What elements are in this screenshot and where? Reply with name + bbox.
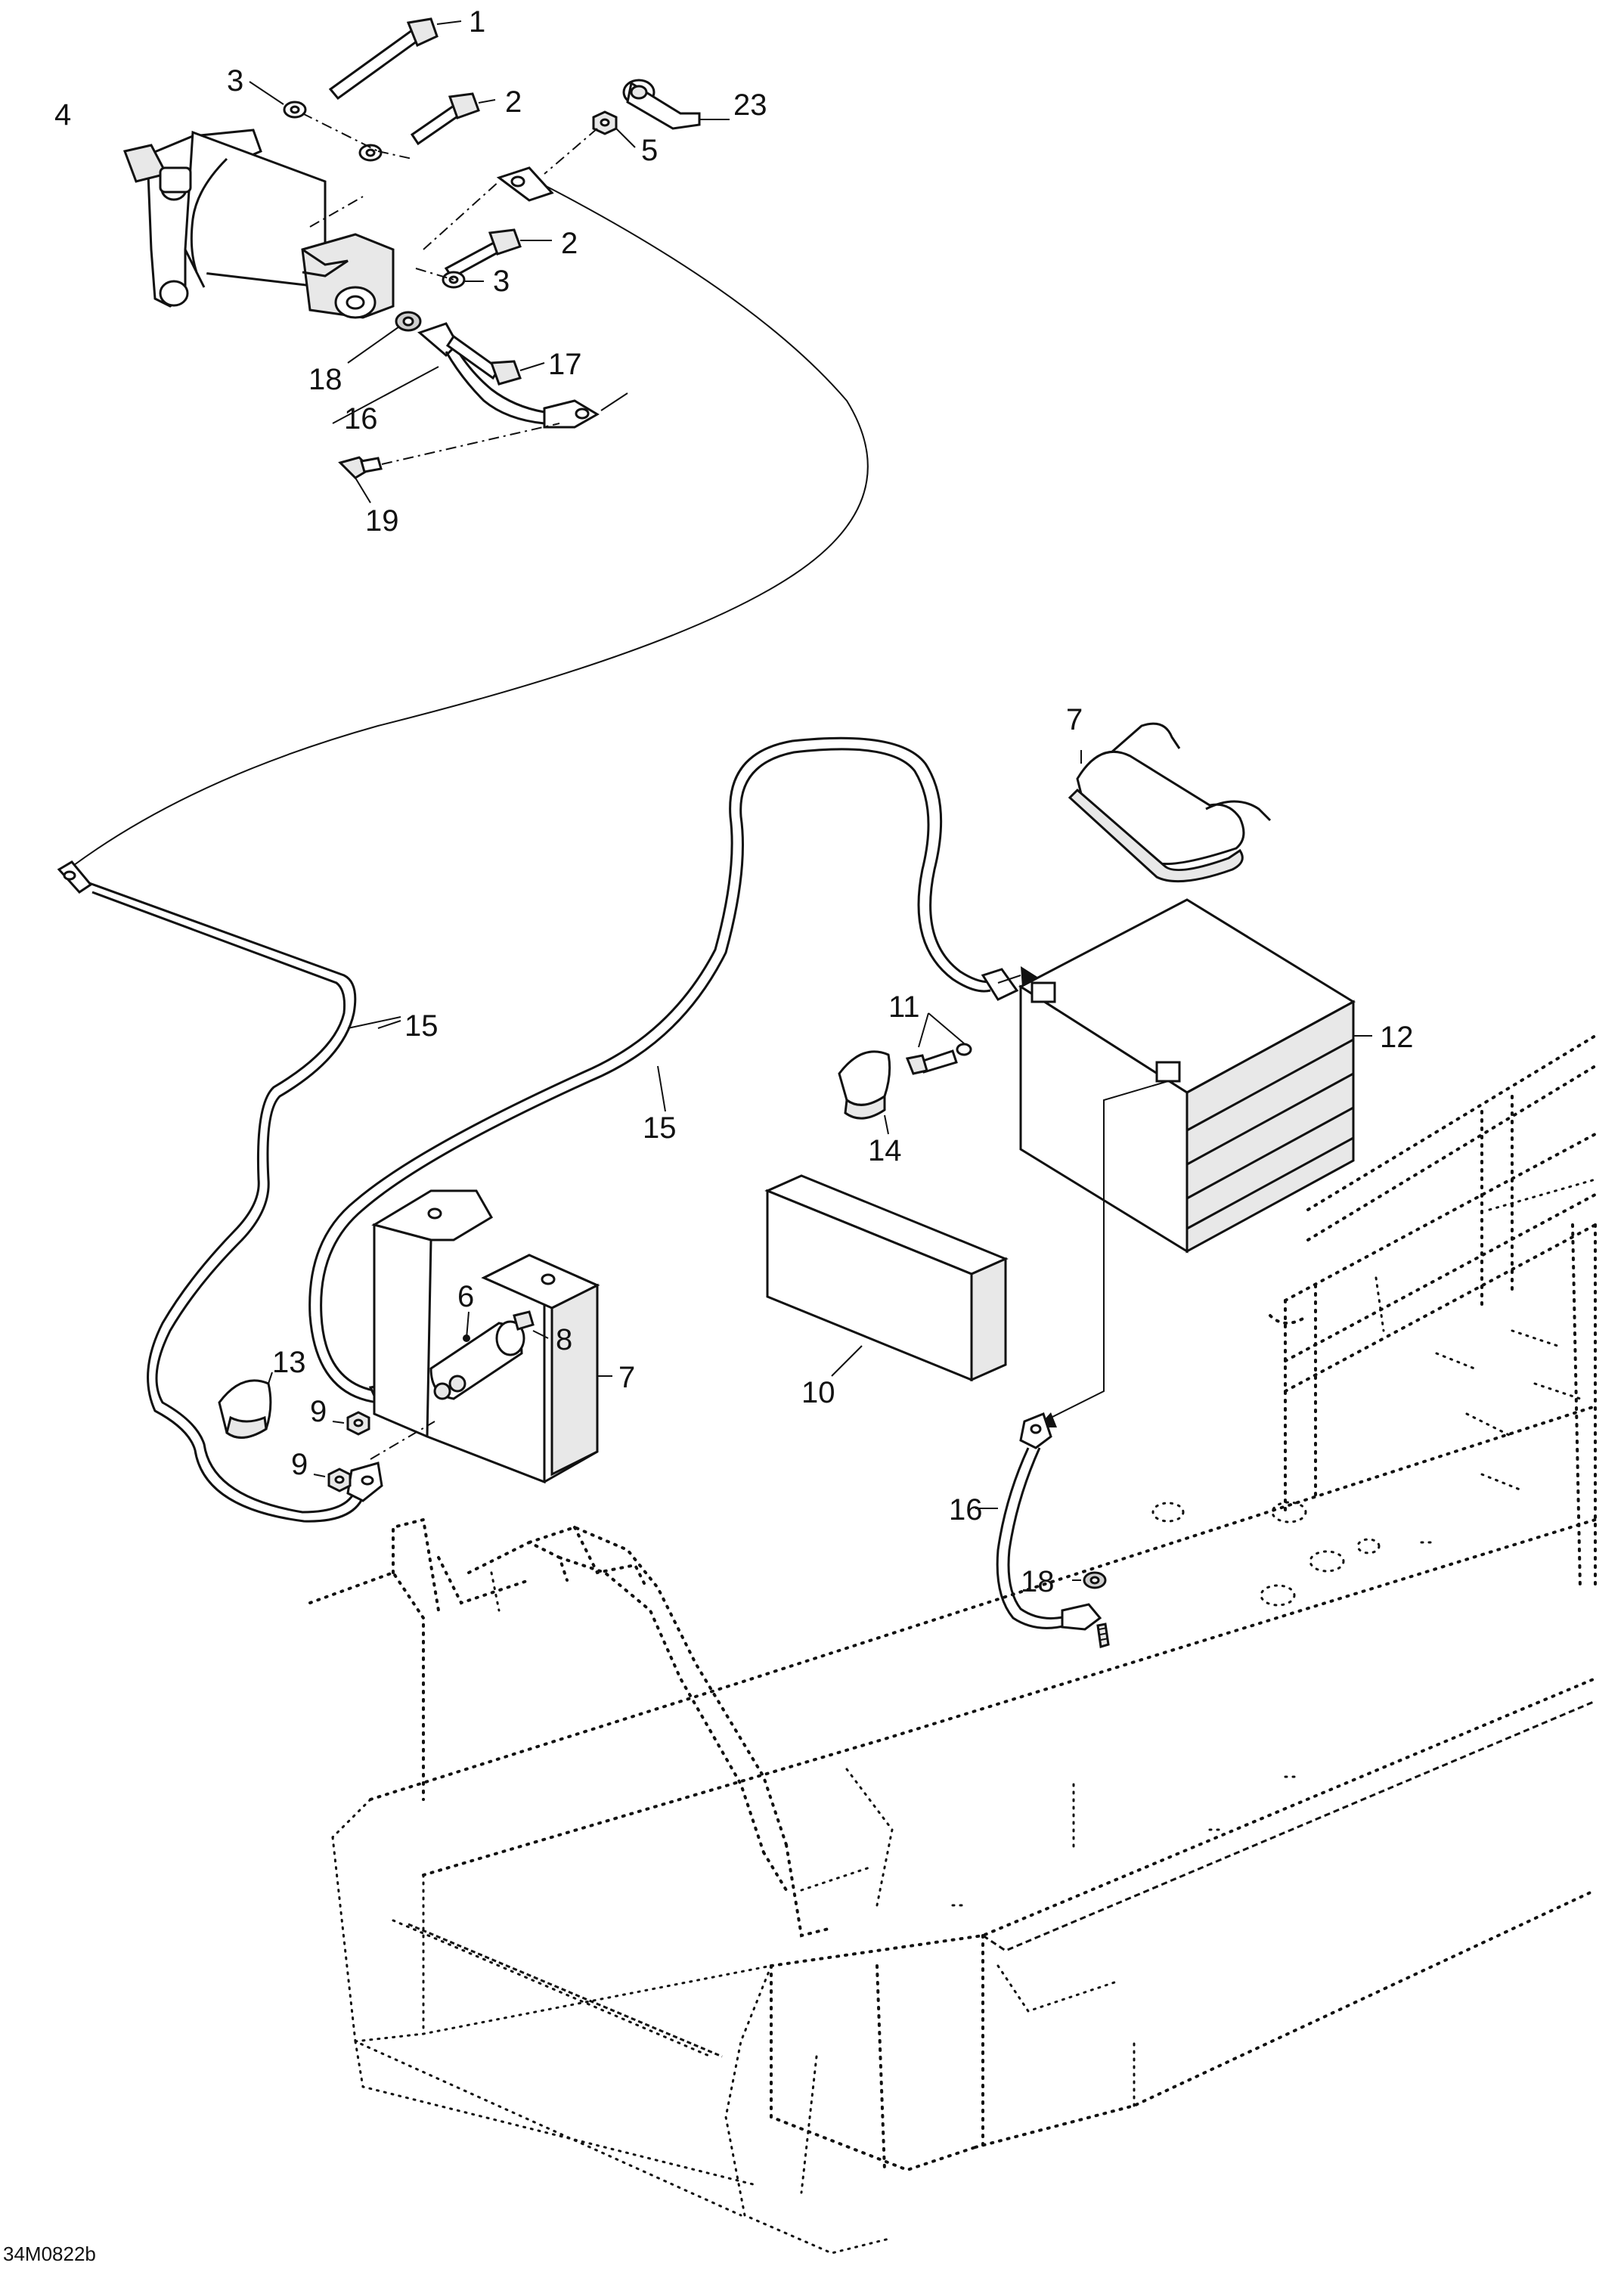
callout-2-upper: 2 <box>505 85 522 119</box>
callout-1: 1 <box>469 5 485 39</box>
callout-12: 12 <box>1380 1021 1414 1054</box>
solenoid-item-6 <box>429 1310 549 1400</box>
callout-labels: 1 2 2 3 3 4 5 6 7 7 8 9 9 10 11 12 13 14… <box>54 5 1414 1598</box>
bolt-item-2-lower <box>444 228 552 279</box>
callout-10: 10 <box>801 1376 835 1409</box>
terminal-boot-item-14 <box>838 1050 891 1135</box>
lock-washer-item-18-lower <box>1072 1571 1107 1589</box>
callout-17: 17 <box>548 348 582 381</box>
callout-7-bracket: 7 <box>618 1361 635 1394</box>
callout-9-lower: 9 <box>291 1448 308 1481</box>
callout-15-left: 15 <box>404 1009 439 1043</box>
cable-item-15-left <box>57 860 401 1523</box>
callout-3-upper: 3 <box>227 64 243 98</box>
terminal-cap-item-23 <box>622 79 730 130</box>
battery-item-12 <box>1018 898 1372 1427</box>
callout-3-lower: 3 <box>493 265 510 298</box>
solenoid-bracket-item-7 <box>371 1189 612 1484</box>
washer-item-3-upper <box>249 81 307 119</box>
callout-4: 4 <box>54 98 71 132</box>
callout-19: 19 <box>365 504 399 538</box>
screw-item-11 <box>905 1012 972 1075</box>
callout-13: 13 <box>272 1346 306 1379</box>
nut-item-9-lower <box>313 1468 352 1492</box>
callout-18-upper: 18 <box>308 363 342 396</box>
callout-16-upper: 16 <box>344 402 378 435</box>
lock-washer-item-18-upper <box>347 311 422 364</box>
callout-2-lower: 2 <box>561 227 578 260</box>
leader-15-left <box>377 1020 401 1029</box>
callout-9-upper: 9 <box>310 1395 327 1428</box>
bolt-item-2-upper <box>410 92 496 146</box>
terminal-arrow-to-battery <box>997 966 1037 987</box>
callout-14: 14 <box>868 1134 902 1167</box>
nut-item-9-upper <box>332 1411 370 1436</box>
cable-item-16-upper <box>332 322 628 429</box>
assembly-guide-line-solenoid <box>370 1421 435 1460</box>
starter-motor <box>122 129 395 319</box>
ground-strap-lug <box>496 166 554 202</box>
routing-guide-line <box>67 184 869 870</box>
washer-upper-center <box>358 144 383 162</box>
assembly-guide-lines-upper <box>302 113 598 281</box>
battery-strap-item-7 <box>1068 722 1272 883</box>
cable-item-16-lower <box>975 1412 1102 1631</box>
bolt-frame-ground <box>1096 1623 1110 1648</box>
callout-11: 11 <box>888 990 920 1024</box>
nut-item-5 <box>592 110 636 148</box>
washer-item-3-lower <box>442 271 484 289</box>
bolt-item-17 <box>445 334 545 386</box>
callout-6: 6 <box>457 1280 474 1313</box>
drawing-code: 34M0822b <box>3 2243 96 2265</box>
terminal-boot-item-13 <box>218 1372 273 1439</box>
callout-5: 5 <box>641 134 658 167</box>
bolt-item-19 <box>338 423 560 504</box>
callout-7-strap: 7 <box>1066 703 1083 736</box>
callout-15-center: 15 <box>643 1111 677 1145</box>
callout-23: 23 <box>733 88 767 122</box>
callout-18-lower: 18 <box>1021 1565 1055 1598</box>
callout-8: 8 <box>556 1323 572 1356</box>
vehicle-frame <box>308 1034 1597 2255</box>
battery-pad-item-10 <box>764 1174 1009 1382</box>
callout-16-lower: 16 <box>949 1493 983 1527</box>
bolt-item-1 <box>328 17 462 101</box>
